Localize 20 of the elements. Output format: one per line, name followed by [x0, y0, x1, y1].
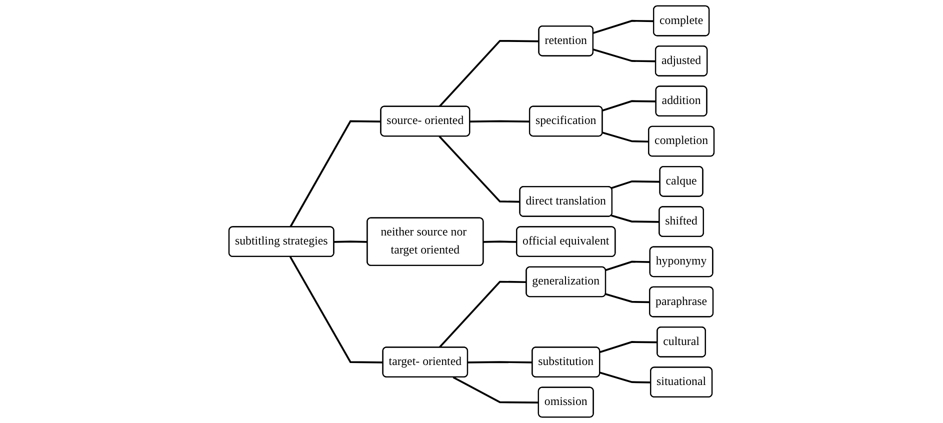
connector	[334, 240, 368, 243]
connector	[593, 20, 654, 34]
connector	[600, 372, 651, 384]
connector	[438, 136, 520, 203]
connector	[452, 376, 539, 404]
connector	[289, 120, 382, 228]
connector	[605, 260, 650, 271]
connector	[593, 48, 656, 62]
connector	[600, 341, 658, 354]
connector	[289, 256, 384, 364]
connector	[438, 280, 527, 348]
connector	[602, 132, 649, 143]
connector	[606, 293, 650, 304]
connector	[468, 361, 533, 364]
connector	[611, 180, 660, 190]
connector	[602, 100, 656, 112]
connector	[611, 214, 660, 223]
connector	[438, 40, 540, 108]
connector	[470, 120, 530, 122]
connector	[484, 240, 517, 243]
